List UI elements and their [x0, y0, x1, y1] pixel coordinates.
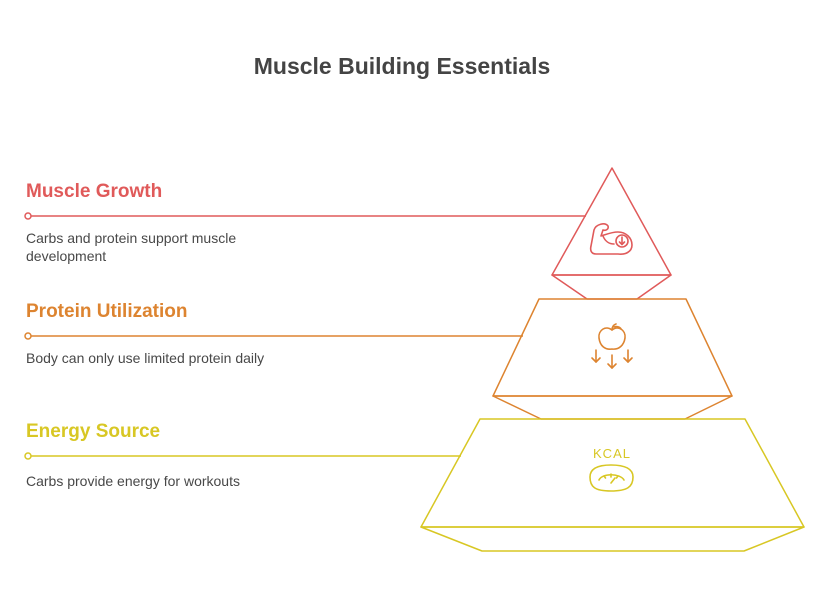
energy-source-connector [24, 452, 461, 460]
protein-utilization-heading: Protein Utilization [26, 301, 188, 322]
page-title: Muscle Building Essentials [253, 53, 551, 79]
muscle-growth-heading: Muscle Growth [26, 181, 163, 202]
pyramid-tier-energy-source [420, 418, 805, 552]
kcal-scale-icon: KCAL [589, 446, 634, 492]
energy-source-description: Carbs provide energy for workouts [26, 473, 240, 489]
muscle-growth-connector [24, 212, 586, 220]
flexed-arm-icon [589, 223, 633, 255]
apple-down-arrows-icon [591, 323, 633, 369]
energy-source-heading: Energy Source [26, 421, 161, 442]
muscle-growth-description: Carbs and protein support muscle develop… [26, 230, 237, 264]
protein-utilization-description: Body can only use limited protein daily [26, 350, 265, 366]
protein-utilization-connector [24, 332, 523, 340]
kcal-label: KCAL [593, 446, 631, 461]
